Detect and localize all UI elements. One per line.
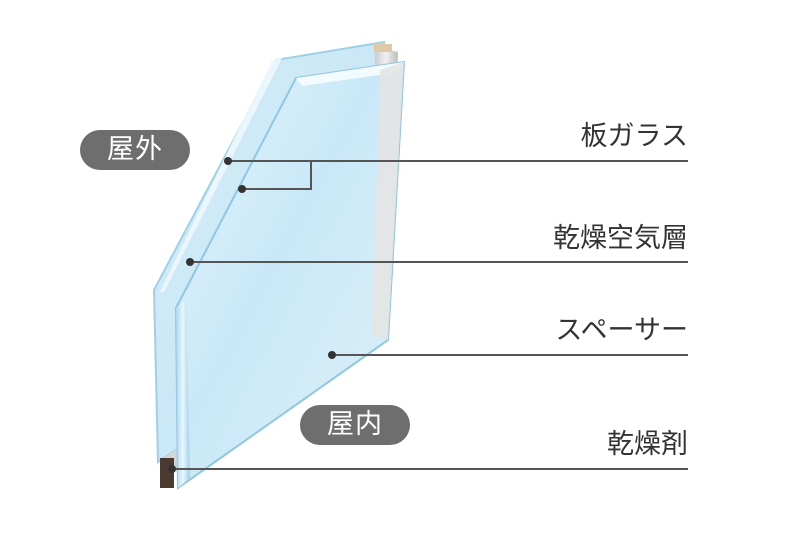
label-spacer: スペーサー (555, 315, 688, 346)
indoor-badge: 屋内 (300, 405, 410, 445)
outdoor-badge: 屋外 (80, 130, 190, 170)
leader-lines (172, 160, 688, 470)
leader-glass-branch (242, 161, 312, 190)
desiccant-bottom (160, 458, 174, 488)
leader-dots (168, 157, 336, 473)
desiccant-top (374, 44, 392, 52)
label-air-layer: 乾燥空気層 (553, 223, 688, 254)
label-glass: 板ガラス (580, 121, 688, 152)
inner-glass-pane (174, 60, 406, 490)
label-desiccant: 乾燥剤 (607, 429, 688, 460)
